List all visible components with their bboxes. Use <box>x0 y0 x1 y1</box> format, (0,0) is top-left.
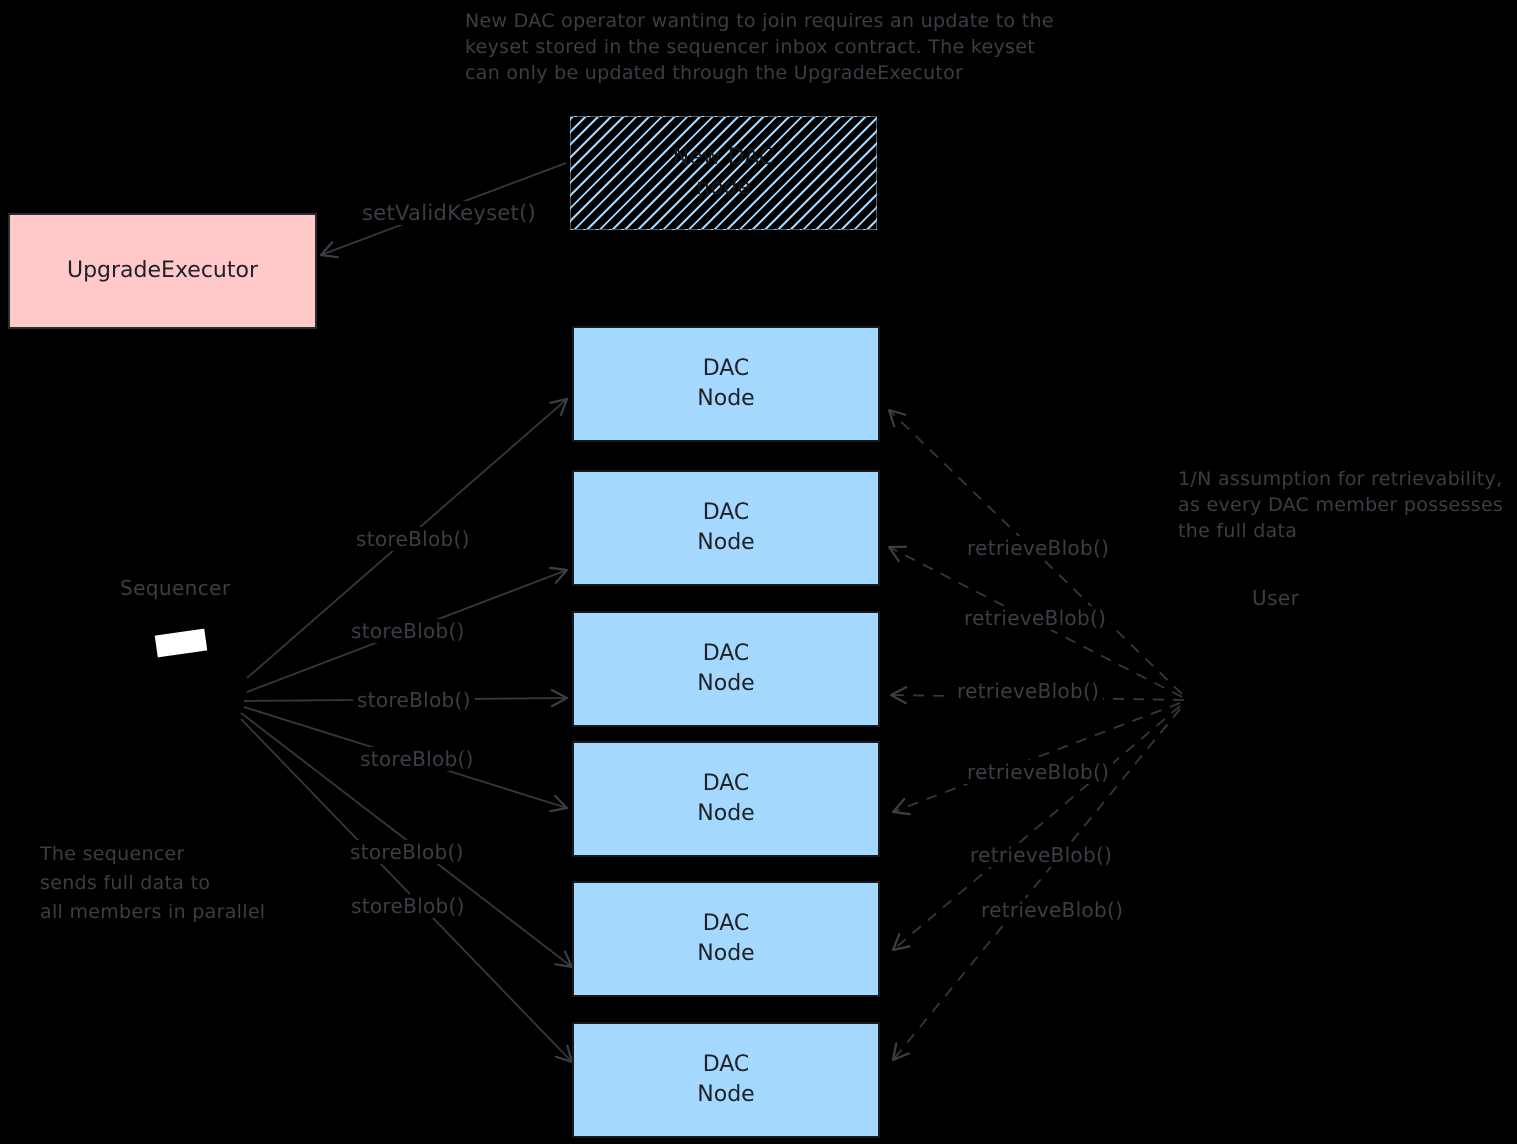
store-blob-label-1: storeBlob() <box>352 527 474 551</box>
retrieve-blob-label-2: retrieveBlob() <box>960 606 1111 630</box>
dac-node-box-2: DAC Node <box>572 470 880 586</box>
dac-node-box-6: DAC Node <box>572 1022 880 1138</box>
retrieve-blob-label-5: retrieveBlob() <box>966 843 1117 867</box>
retrieve-blob-label-3: retrieveBlob() <box>953 679 1104 703</box>
upgrade-executor-box: UpgradeExecutor <box>8 213 317 329</box>
retrieve-blob-arrow-6 <box>891 708 1181 1062</box>
user-label: User <box>1252 586 1300 610</box>
keyset-note: New DAC operator wanting to join require… <box>465 10 1054 84</box>
set-valid-keyset-label: setValidKeyset() <box>358 201 541 225</box>
dac-node-box-3: DAC Node <box>572 611 880 727</box>
parallel-note: The sequencer sends full data to all mem… <box>40 843 266 923</box>
retrievability-note: 1/N assumption for retrievability, as ev… <box>1178 468 1504 542</box>
sequencer-label: Sequencer <box>120 576 231 600</box>
retrieve-blob-label-4: retrieveBlob() <box>963 760 1114 784</box>
retrieve-blob-arrow-4 <box>891 702 1181 816</box>
dac-node-box-5: DAC Node <box>572 881 880 997</box>
store-blob-label-4: storeBlob() <box>356 747 478 771</box>
store-blob-arrow-6 <box>240 718 574 1064</box>
store-blob-label-5: storeBlob() <box>346 840 468 864</box>
dac-node-box-1: DAC Node <box>572 326 880 442</box>
store-blob-label-2: storeBlob() <box>347 619 469 643</box>
new-dac-node-box: New DAC node <box>570 116 877 230</box>
store-blob-label-3: storeBlob() <box>353 688 475 712</box>
retrieve-blob-arrow-5 <box>891 705 1181 952</box>
retrieve-blob-label-1: retrieveBlob() <box>963 536 1114 560</box>
store-blob-label-6: storeBlob() <box>347 894 469 918</box>
retrieve-blob-label-6: retrieveBlob() <box>977 898 1128 922</box>
dac-node-box-4: DAC Node <box>572 741 880 857</box>
